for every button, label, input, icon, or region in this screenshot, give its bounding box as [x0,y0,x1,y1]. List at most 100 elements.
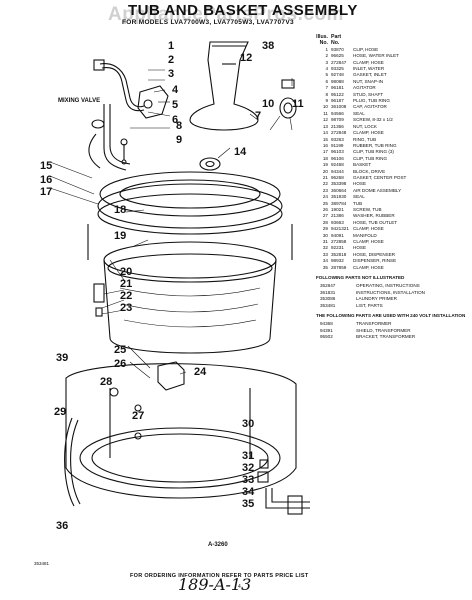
illus-number: 19 [322,162,328,168]
illus-number: 2 [325,53,328,59]
callout-16: 16 [40,174,53,186]
part-number: 98709 [331,117,344,123]
part-number: 287859 [331,264,347,270]
part-description: AGITATOR [353,85,376,91]
part-description: LIST, PARTS [356,302,383,308]
part-description: PLUG, TUB RING [353,98,390,104]
callout-22: 22 [120,290,133,302]
part-number: 96268 [331,174,344,180]
part-description: SCREW, TUB [353,206,382,212]
illus-number: 21 [322,174,328,180]
part-description: HOSE, WATER INLET [353,53,399,59]
callout-3: 3 [168,68,175,80]
part-number: 272858 [331,239,347,244]
illus-number: 4 [325,66,328,72]
part-description: DISPENSER, RINSE [353,258,397,264]
part-description: HOSE [353,181,367,187]
part-number: 94344 [331,168,344,174]
illus-number: 9 [325,98,328,104]
part-description: HOSE [353,245,367,251]
drain-hose [64,417,75,507]
illus-number: 22 [322,181,328,187]
illus-number: 3 [325,59,328,65]
illus-number: 11 [323,110,328,116]
part-number: 272847 [331,59,347,65]
callout-8: 8 [176,120,183,132]
part-number: 272848 [331,130,347,136]
part-description: BLOCK, DRIVE [353,168,386,174]
part-description: CAP, AGITATOR [353,104,387,110]
basket [103,259,277,354]
part-number: 92748 [331,72,344,78]
part-number: 95122 [331,91,344,97]
illus-number: 8 [325,91,328,97]
tub-ring-seal [199,157,221,171]
part-number: 96625 [331,53,344,59]
part-description: BRACKET, TRANSFORMER [356,334,416,340]
part-number: 91199 [331,142,344,148]
part-description: TRANSFORMER [356,321,392,327]
callout-4: 4 [172,84,179,96]
gasket-inlet [91,119,105,129]
part-number: 352847 [320,283,336,289]
part-number: 94368 [320,321,333,327]
part-description: INSTRUCTIONS, INSTALLATION [356,289,425,295]
part-number: 96181 [331,85,344,91]
list-item: 95502 BRACKET, TRANSFORMER [316,334,468,340]
part-description: NUT, SNAP-IN [353,78,384,84]
illus-number: 13 [322,123,328,129]
callout-5: 5 [172,99,179,111]
part-number: 19021 [331,206,344,212]
part-description: INLET, WATER [353,66,385,72]
illus-number: 35 [322,264,328,270]
part-description: RUBBER, TUB RING [353,142,397,148]
air-dome [93,283,105,303]
illus-number: 30 [322,232,328,238]
model-subtitle: FOR MODELS LVA7700W3, LVA7705W3, LVA7707… [122,19,294,26]
callout-25: 25 [114,344,127,356]
illus-number: 14 [322,130,328,136]
illus-number: 12 [322,117,328,123]
ordering-footer: FOR ORDERING INFORMATION REFER TO PARTS … [130,573,309,579]
watermark: AppliancePartsPros.com [108,4,344,25]
illus-number: 6 [325,78,328,84]
part-description: NUT, LOCK [353,123,377,129]
callout-38: 38 [262,40,275,52]
callout-18: 18 [114,204,127,216]
part-number: 353481 [320,302,336,308]
part-description: STUD, SHAFT [353,91,384,97]
illus-number: 15 [322,136,328,142]
illus-number: 23 [322,187,328,193]
mixing-valve [137,85,169,119]
list-item: 94368 TRANSFORMER [316,321,468,327]
callout-20: 20 [120,266,133,278]
handwritten-note: 189-A-13 [178,575,252,594]
callout-24: 24 [194,366,207,378]
part-description: CLAMP, HOSE [353,130,384,136]
part-number: 92231 [331,245,344,251]
callout-21: 21 [120,278,133,290]
part-number: 93663 [331,219,344,225]
list-item: 353481 LIST, PARTS [316,303,468,309]
callout-14: 14 [234,146,247,158]
callout-28: 28 [100,376,113,388]
part-number: 95502 [320,334,333,340]
